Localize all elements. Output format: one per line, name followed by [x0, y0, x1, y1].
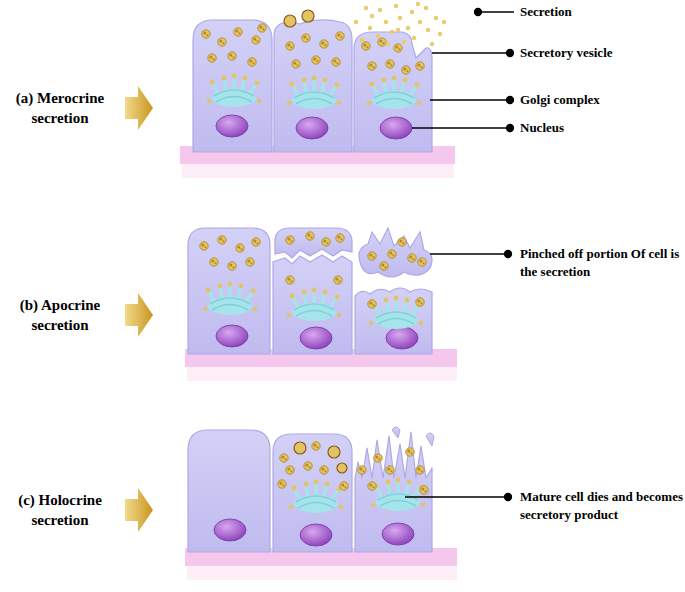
- nucleus-shape: [382, 523, 414, 545]
- secretory-vesicles: [202, 10, 424, 74]
- pointer-arrow: [125, 488, 153, 532]
- membrane-shadow: [187, 367, 457, 381]
- secretion-type-label: (b) Apocrine secretion: [2, 295, 118, 335]
- golgi-shape: [371, 478, 425, 511]
- callout-label: Mature cell dies and becomes secretory p…: [520, 488, 683, 524]
- secretory-vesicles: [200, 232, 426, 308]
- callout-label: Secretory vesicle: [520, 44, 683, 62]
- pointer-arrows: [125, 86, 153, 532]
- epithelial-cell: [354, 32, 432, 152]
- leader-line: [430, 99, 510, 100]
- golgi-shape: [369, 296, 423, 329]
- leader-dot: [507, 97, 514, 104]
- secretory-vesicles: [278, 442, 428, 494]
- nucleus-shape: [296, 117, 328, 139]
- golgi-shape: [367, 76, 421, 109]
- membrane-shadow: [187, 566, 457, 580]
- nucleus-shape: [386, 327, 418, 349]
- golgi-shape: [287, 76, 341, 109]
- epithelial-cell: [274, 20, 352, 152]
- leader-line: [478, 11, 514, 12]
- leader-dot: [507, 50, 514, 57]
- leader-dot: [475, 9, 482, 16]
- golgi-shape: [289, 480, 343, 513]
- secretion-type-label: (a) Merocrine secretion: [2, 88, 118, 128]
- callout-label: Nucleus: [520, 119, 683, 137]
- epithelial-cell: [193, 20, 272, 152]
- leader-line: [432, 52, 510, 53]
- callout-label: Golgi complex: [520, 91, 683, 109]
- epithelial-cell: [273, 255, 352, 354]
- epithelial-cell: [188, 430, 270, 552]
- leader-dot: [507, 125, 514, 132]
- pointer-arrow: [125, 293, 153, 337]
- leader-line: [412, 127, 510, 128]
- callout-label: Pinched off portion Of cell is the secre…: [520, 245, 683, 281]
- epithelial-cell: [355, 288, 432, 354]
- nucleus-shape: [300, 327, 332, 349]
- nucleus-shape: [216, 325, 248, 347]
- epithelial-cell: [273, 434, 352, 552]
- cell-debris: [426, 433, 434, 446]
- apocrine-cells: [185, 228, 457, 381]
- leader-dot: [505, 251, 512, 258]
- nucleus-shape: [216, 115, 248, 137]
- cell-debris: [392, 427, 400, 438]
- nucleus-shape: [300, 524, 332, 546]
- golgi-shape: [287, 288, 341, 321]
- leader-line: [405, 496, 508, 497]
- epithelial-cell: [188, 228, 270, 354]
- nucleus-shape: [380, 117, 412, 139]
- golgi-shape: [203, 282, 257, 315]
- golgi-shape: [207, 74, 261, 107]
- leader-line: [430, 253, 508, 254]
- nucleus-shape: [214, 519, 246, 541]
- pinched-fragment: [359, 228, 432, 277]
- callout-label: Secretion: [520, 3, 683, 21]
- merocrine-cells: [180, 2, 455, 178]
- pointer-arrow: [125, 86, 153, 130]
- holocrine-cells: [185, 427, 457, 580]
- secretion-particles: [354, 2, 446, 46]
- disintegrating-cell: [355, 432, 432, 552]
- membrane-shadow: [182, 164, 454, 178]
- secretion-type-label: (c) Holocrine secretion: [2, 490, 118, 530]
- pinched-fragment: [275, 228, 352, 258]
- leader-lines: [405, 9, 514, 501]
- leader-dot: [505, 494, 512, 501]
